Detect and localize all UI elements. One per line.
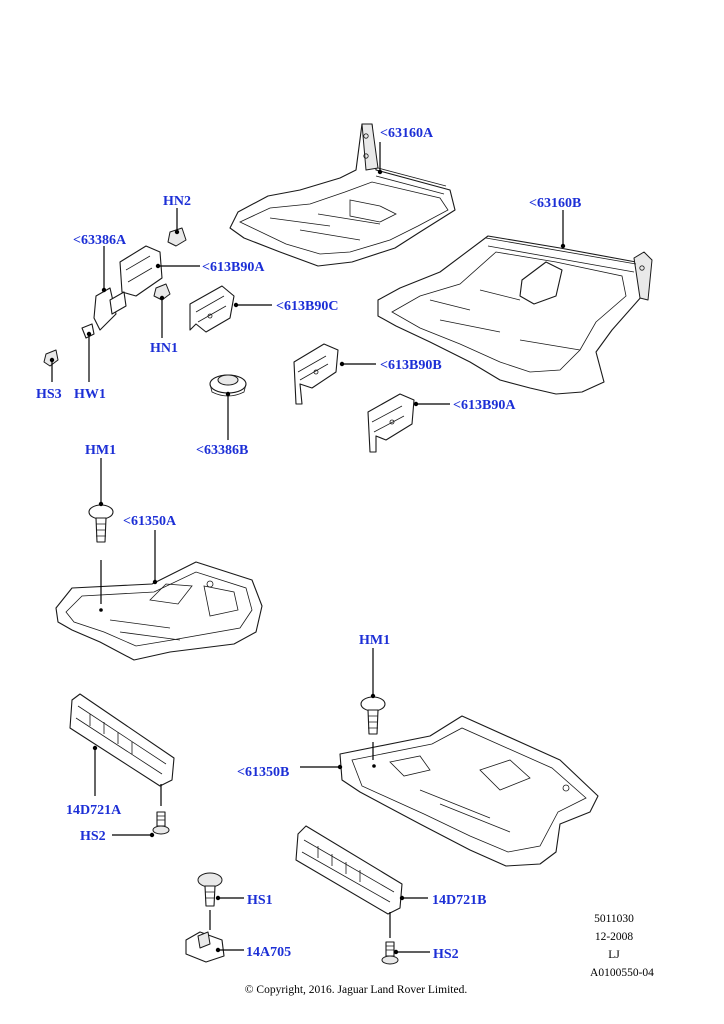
- seat-pan-63160b: [377, 235, 653, 395]
- grommet-63386b: [209, 374, 247, 397]
- bracket-613b90b: [293, 343, 339, 405]
- bracket-613b90c: [189, 285, 235, 333]
- leader-lines: [49, 142, 566, 955]
- undertray-61350b: [339, 715, 599, 867]
- callout-14d721a: 14D721A: [66, 803, 122, 818]
- meta-code: 5011030: [594, 913, 634, 925]
- bracket-613b90a-right: [367, 393, 415, 453]
- copyright-notice: © Copyright, 2016. Jaguar Land Rover Lim…: [245, 984, 468, 996]
- seat-pan-63160a: [229, 123, 456, 267]
- callout-labels: <63160A <63160B HN2 <63386A <613B90A <61…: [36, 126, 581, 962]
- callout-63160b: <63160B: [529, 196, 581, 211]
- callout-hs1: HS1: [247, 893, 273, 908]
- callout-hs3: HS3: [36, 387, 62, 402]
- screw-hs1: [197, 872, 223, 907]
- undertray-61350a: [55, 561, 263, 661]
- trim-panel-14d721a: [69, 693, 175, 787]
- screw-hs2-left: [152, 811, 170, 835]
- callout-14d721b: 14D721B: [432, 893, 486, 908]
- meta-date: 12-2008: [595, 931, 634, 943]
- clip-14a705: [185, 931, 225, 963]
- callout-613b90a-right: <613B90A: [453, 398, 516, 413]
- callout-hs2-right: HS2: [433, 947, 459, 962]
- callout-613b90c: <613B90C: [276, 299, 338, 314]
- callout-hm1-left: HM1: [85, 443, 116, 458]
- callout-63386b: <63386B: [196, 443, 248, 458]
- callout-613b90b: <613B90B: [380, 358, 442, 373]
- bracket-assembly-63386a: [43, 227, 187, 376]
- callout-63386a: <63386A: [73, 233, 127, 248]
- callout-hn1: HN1: [150, 341, 178, 356]
- callout-hm1-right: HM1: [359, 633, 390, 648]
- callout-hw1: HW1: [74, 387, 106, 402]
- callout-hs2-left: HS2: [80, 829, 106, 844]
- callout-61350a: <61350A: [123, 514, 177, 529]
- screw-hs2-right: [381, 941, 399, 965]
- callout-613b90a-top: <613B90A: [202, 260, 265, 275]
- drawing-meta: 5011030 12-2008 LJ A0100550-04: [590, 913, 654, 979]
- clip-hm1-right: [360, 696, 386, 735]
- callout-hn2: HN2: [163, 194, 191, 209]
- callout-14a705: 14A705: [246, 945, 291, 960]
- clip-hm1-left: [88, 504, 114, 543]
- meta-ref: A0100550-04: [590, 967, 654, 979]
- callout-63160a: <63160A: [380, 126, 434, 141]
- trim-panel-14d721b: [295, 825, 403, 915]
- callout-61350b: <61350B: [237, 765, 289, 780]
- meta-initials: LJ: [608, 949, 620, 961]
